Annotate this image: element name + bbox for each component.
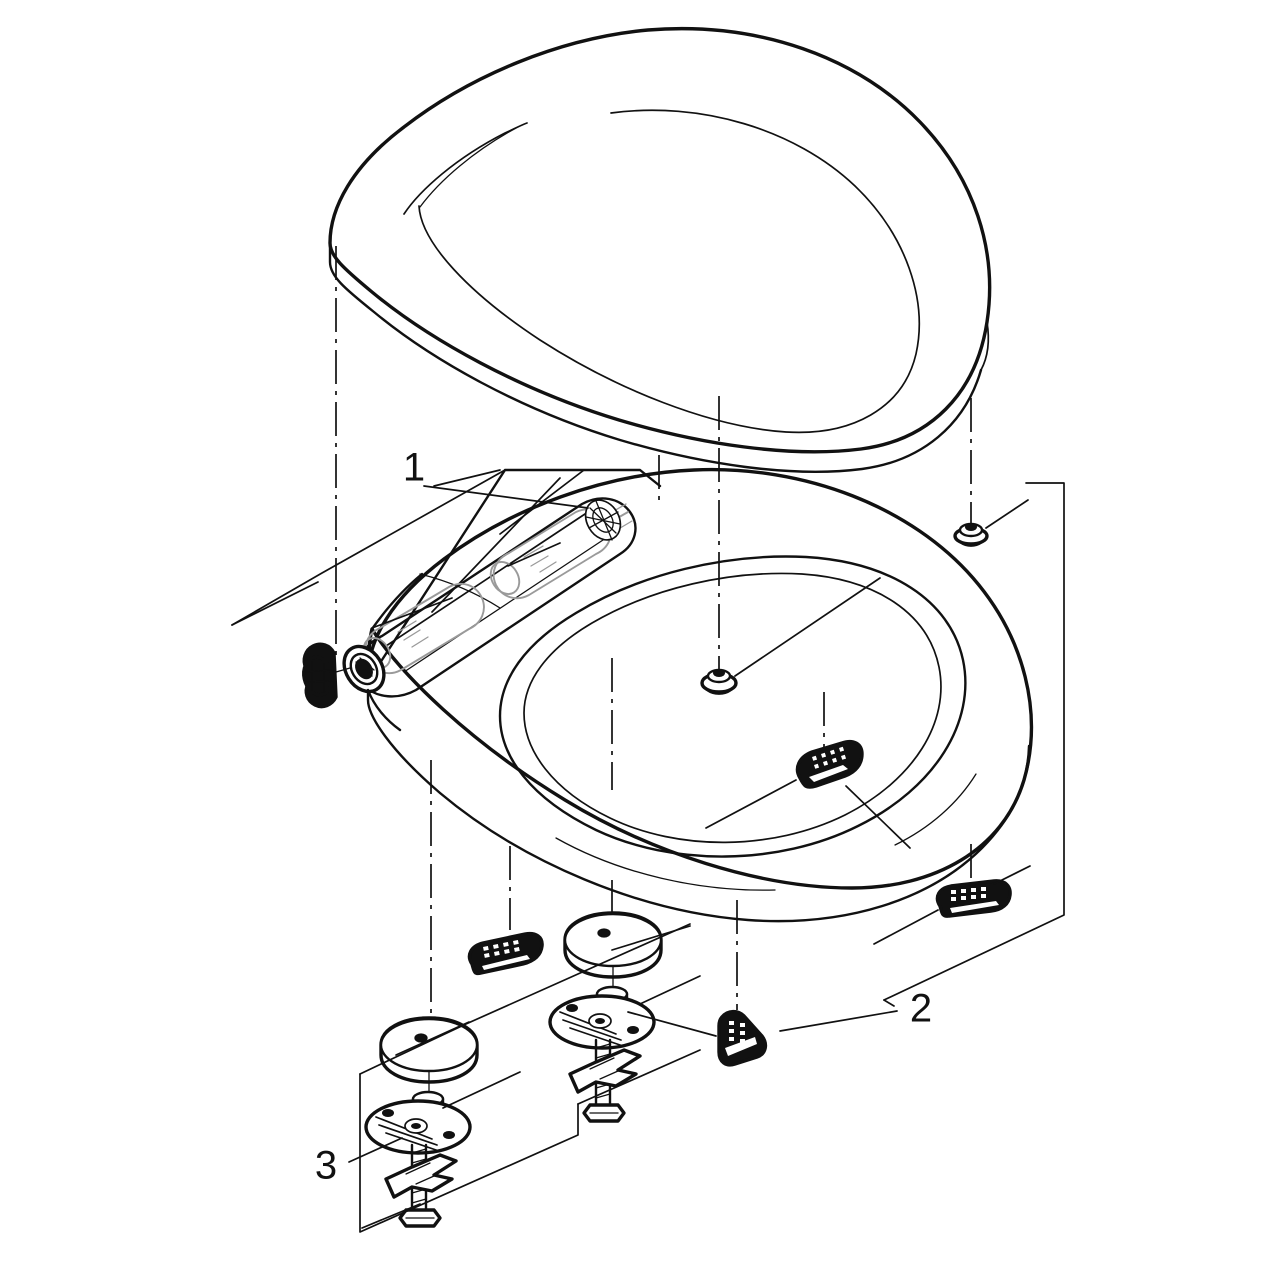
buffer-round-upper	[953, 522, 989, 547]
buffer-pad-on-seat	[795, 739, 864, 789]
expansion-anchor-left	[384, 1153, 458, 1199]
callout-2-leader-a	[779, 1010, 898, 1032]
seat-ring-leader-b	[507, 542, 561, 567]
buffer-leader-seat-pad-a	[705, 779, 797, 829]
callout-number-2: 2	[910, 987, 932, 1031]
hinge-knurled-nut	[302, 642, 338, 709]
bolt-head-right	[582, 1103, 626, 1123]
cover-cap-left	[379, 1016, 479, 1084]
buffer-round-center	[700, 668, 738, 695]
fixing-leader-bolt-left	[442, 1071, 521, 1109]
seat-ring-leader-a	[371, 597, 453, 629]
buffer-pad-lower-left	[467, 931, 544, 976]
hinge-socket	[342, 644, 386, 694]
buffer-leader-right-pad	[873, 909, 939, 945]
fixing-set-right	[548, 911, 663, 1123]
callout-2-bracket	[883, 482, 1065, 1007]
buffer-leader-center	[734, 577, 881, 677]
bolt-head-left	[398, 1208, 442, 1228]
centerlines-group	[335, 246, 972, 1030]
lid-part	[328, 26, 992, 473]
buffer-pad-right	[935, 879, 1012, 918]
callout-number-1: 1	[403, 446, 425, 490]
seat-ring-part	[366, 467, 1034, 923]
buffer-leader-right-pad-b	[993, 865, 1031, 885]
buffer-leader-lower-center	[627, 1011, 717, 1037]
callout-1-leader-a	[433, 469, 501, 487]
fixing-leader-cap-left	[395, 1021, 470, 1056]
fixing-leader-anchor	[361, 1203, 421, 1229]
callout-number-3: 3	[315, 1144, 337, 1188]
buffer-leader-seat-pad-b	[845, 785, 911, 849]
hinge-knurled-ring	[584, 499, 622, 541]
washer-plate-right	[548, 994, 656, 1050]
callout-3-leader	[348, 1137, 403, 1163]
fixing-leader-cap-right	[611, 925, 691, 951]
fixing-set-left	[364, 1016, 479, 1228]
callout-1-leader-b	[423, 485, 589, 509]
callout-1-bracket	[231, 469, 506, 626]
expansion-anchor-right	[568, 1048, 642, 1094]
buffer-pad-lower-center	[717, 1009, 768, 1067]
buffer-leader-upper	[985, 499, 1029, 529]
washer-plate-left	[364, 1099, 472, 1155]
fixing-leader-bolt-right	[639, 975, 701, 1005]
